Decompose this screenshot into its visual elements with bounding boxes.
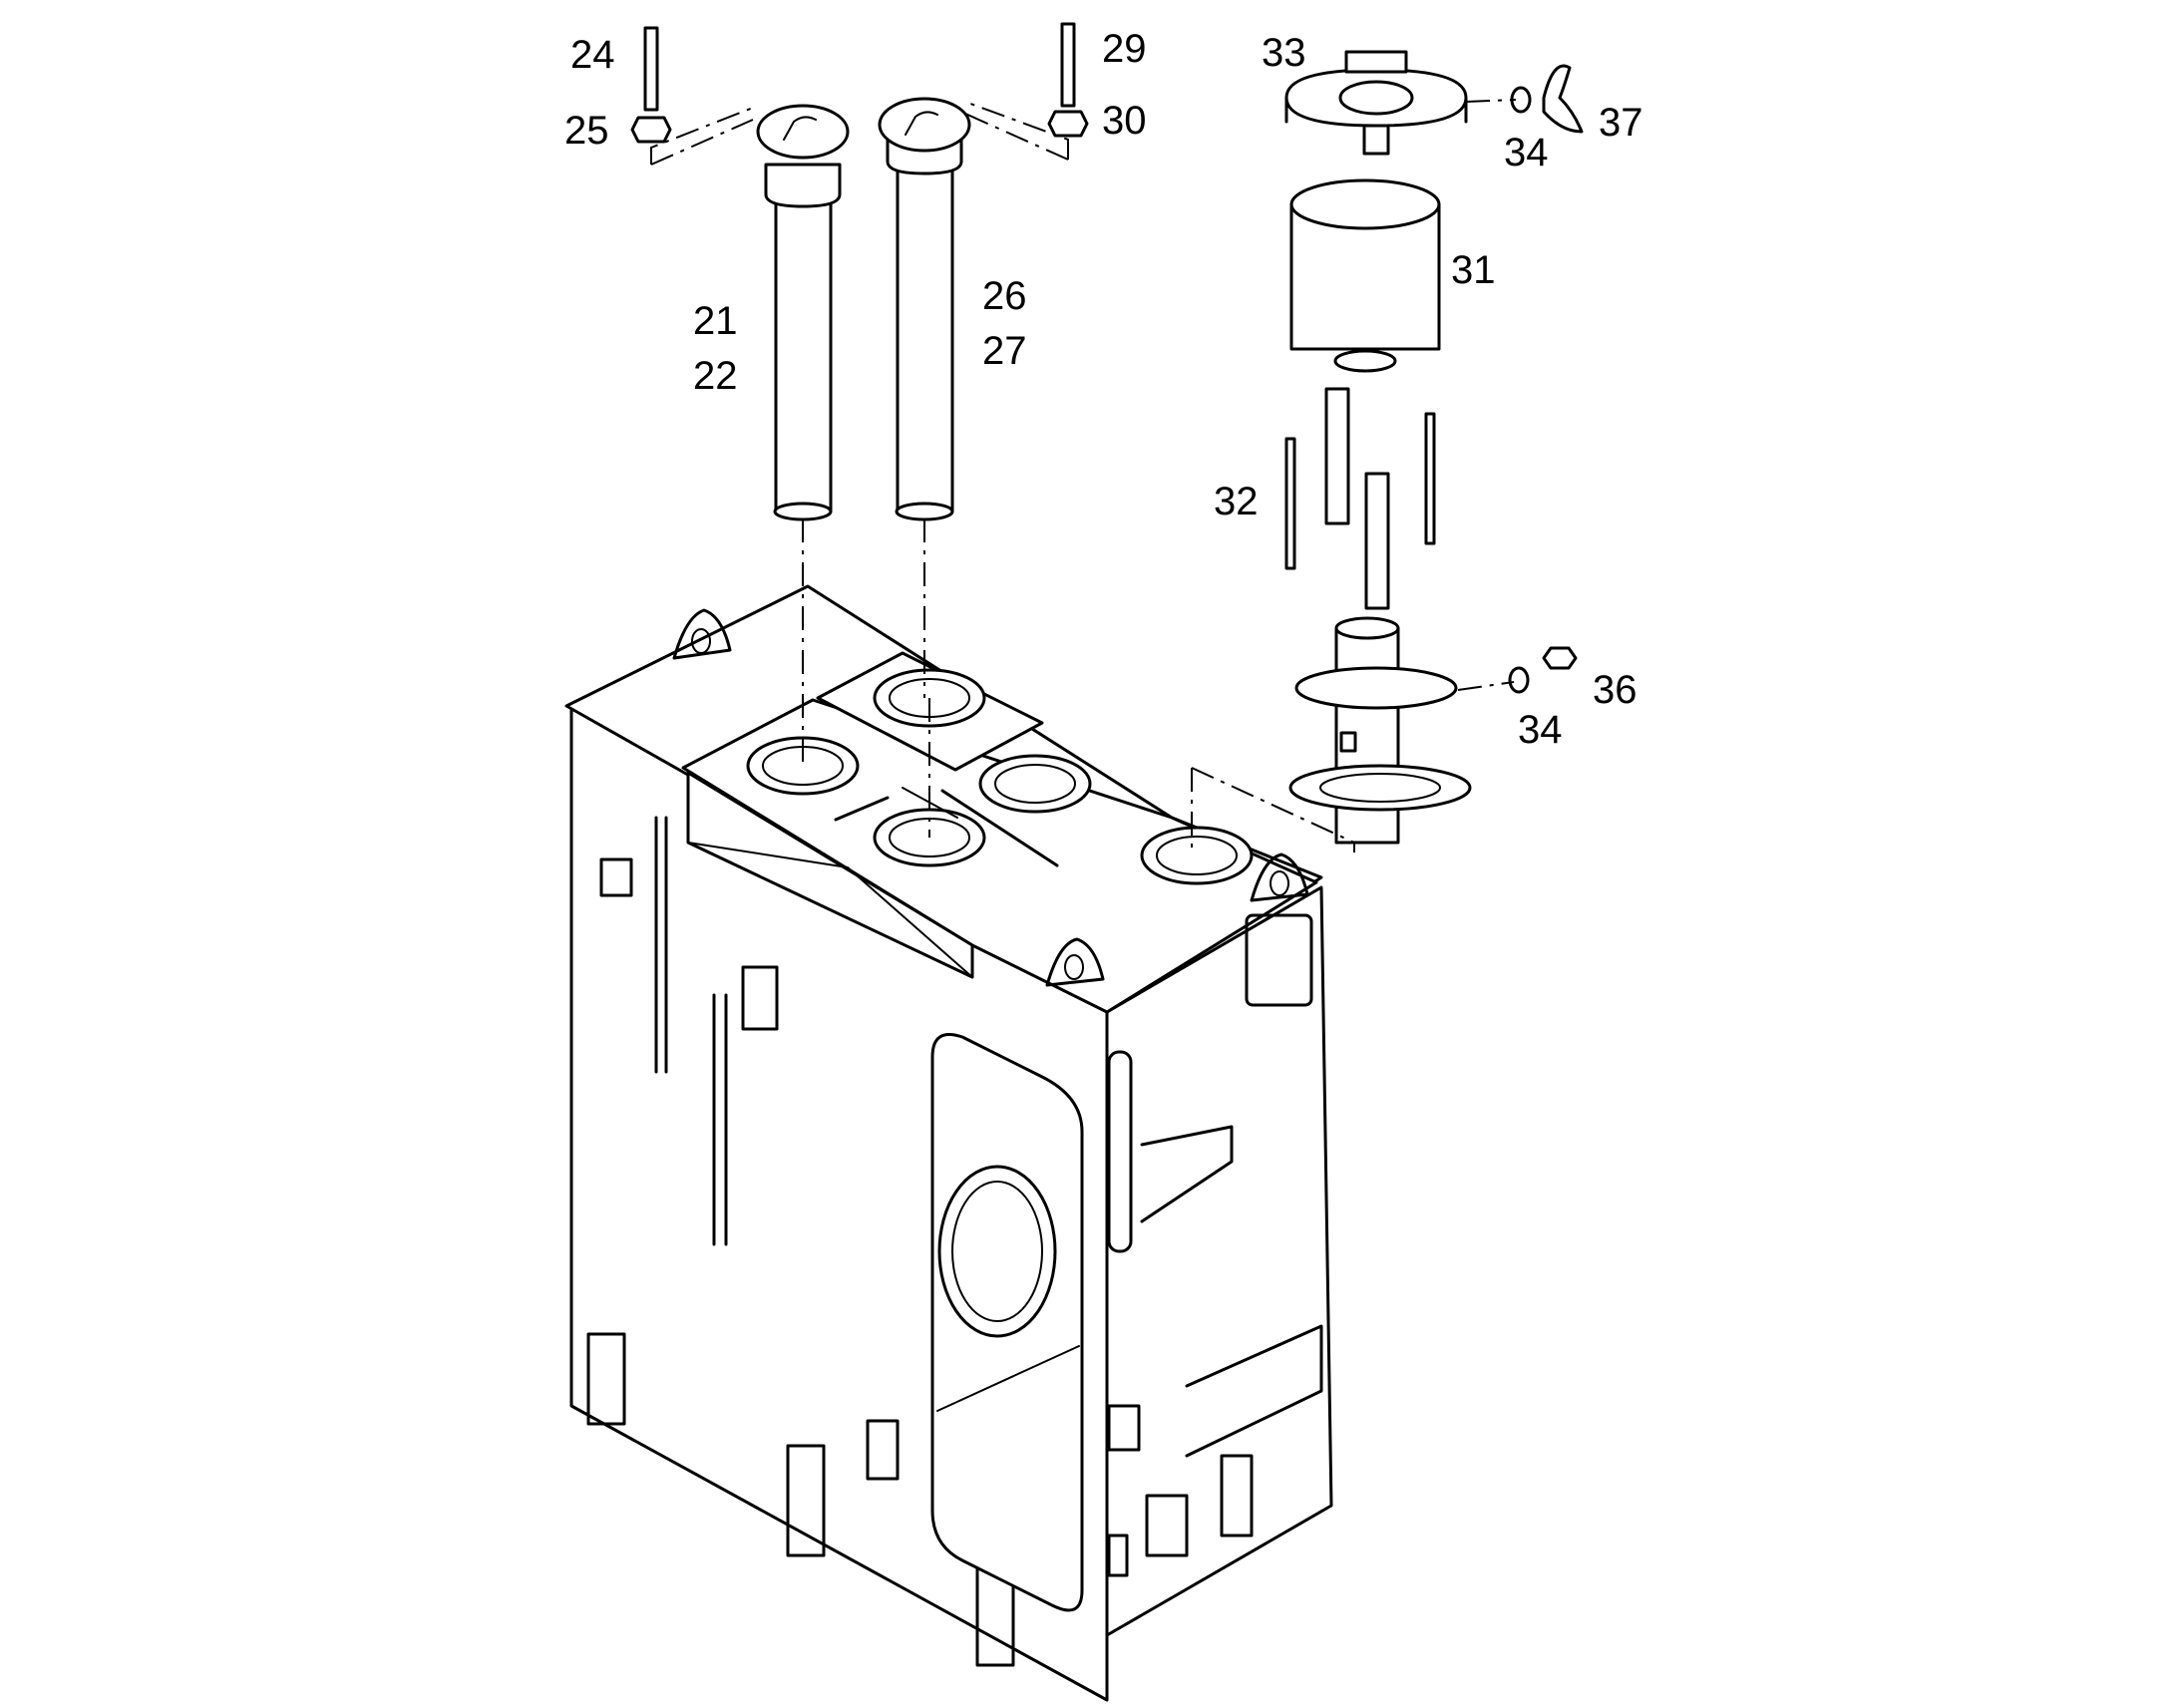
part-labels: 24 25 21 22 26 27 29 30 33 37 34 31 32 3… <box>564 27 1643 752</box>
stud-nut-left <box>630 26 672 144</box>
assembly-lines <box>650 99 1517 855</box>
label-25: 25 <box>564 109 609 153</box>
tank-right-face <box>1105 885 1333 1637</box>
breather-assembly <box>1284 50 1584 845</box>
label-37: 37 <box>1599 101 1643 145</box>
fill-tube-right <box>878 97 971 521</box>
cap-right <box>878 97 971 153</box>
inspection-door <box>930 1033 1084 1612</box>
label-30: 30 <box>1102 99 1147 143</box>
label-24: 24 <box>570 33 615 77</box>
cap-left <box>756 104 850 160</box>
lifting-eye-center <box>1045 937 1105 987</box>
label-31: 31 <box>1451 248 1496 292</box>
label-36: 36 <box>1593 668 1637 712</box>
wingnut-37 <box>1542 64 1584 134</box>
lifting-eye-right <box>1250 853 1309 902</box>
label-21: 21 <box>693 299 738 343</box>
label-27: 27 <box>982 329 1027 373</box>
nut-36 <box>1542 646 1578 670</box>
label-22: 22 <box>693 354 738 398</box>
label-34-top: 34 <box>1504 131 1549 174</box>
top-openings <box>746 668 1254 885</box>
shims-32 <box>1284 387 1436 610</box>
label-26: 26 <box>982 274 1027 318</box>
stud-nut-right <box>1047 22 1089 138</box>
door-port <box>937 1165 1057 1338</box>
washer-34-bottom <box>1508 666 1530 694</box>
lifting-eye-left <box>672 608 732 660</box>
fill-tube-left <box>756 104 850 521</box>
label-32: 32 <box>1214 480 1259 523</box>
label-33: 33 <box>1262 31 1306 75</box>
left-face-details <box>586 816 1015 1667</box>
label-29: 29 <box>1102 27 1147 71</box>
label-34-bottom: 34 <box>1518 708 1563 752</box>
